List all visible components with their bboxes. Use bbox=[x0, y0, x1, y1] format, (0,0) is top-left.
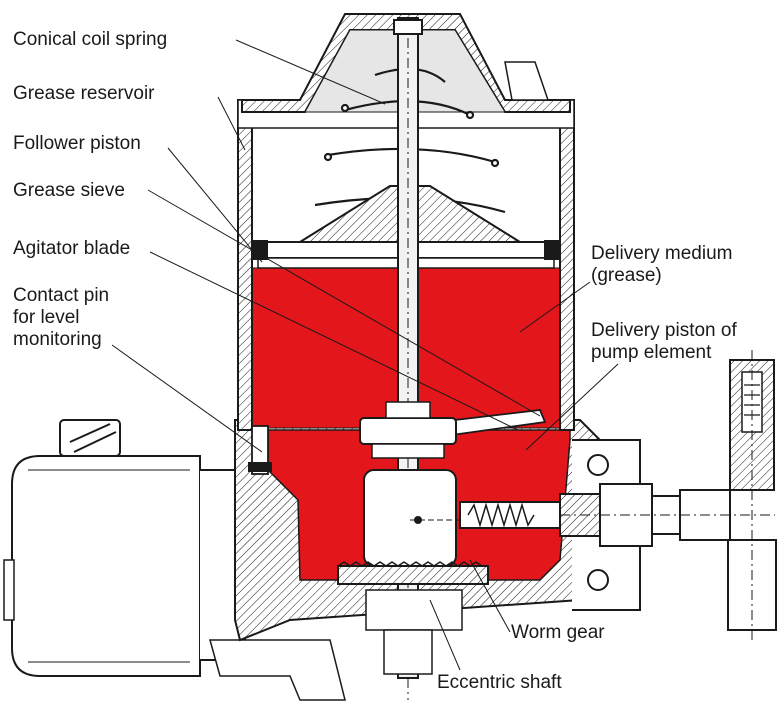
label-agitator-blade: Agitator blade bbox=[13, 238, 131, 259]
label-worm-gear: Worm gear bbox=[511, 622, 605, 643]
label-delivery-medium: Delivery medium (grease) bbox=[591, 243, 733, 286]
outlet-fitting bbox=[727, 350, 777, 640]
label-grease-reservoir: Grease reservoir bbox=[13, 83, 155, 104]
label-eccentric-shaft: Eccentric shaft bbox=[437, 672, 562, 693]
leader-lines bbox=[111, 39, 619, 671]
label-delivery-piston: Delivery piston of pump element bbox=[591, 320, 737, 363]
worm-gear bbox=[337, 561, 489, 675]
motor-housing bbox=[3, 419, 346, 701]
eccentric-cam bbox=[363, 469, 470, 567]
pump-element bbox=[459, 483, 775, 547]
label-contact-pin: Contact pin for level monitoring bbox=[13, 285, 110, 350]
agitator-blade bbox=[359, 401, 547, 459]
label-follower-piston: Follower piston bbox=[13, 133, 141, 154]
label-conical-coil-spring: Conical coil spring bbox=[13, 29, 168, 50]
label-grease-sieve: Grease sieve bbox=[13, 180, 125, 201]
